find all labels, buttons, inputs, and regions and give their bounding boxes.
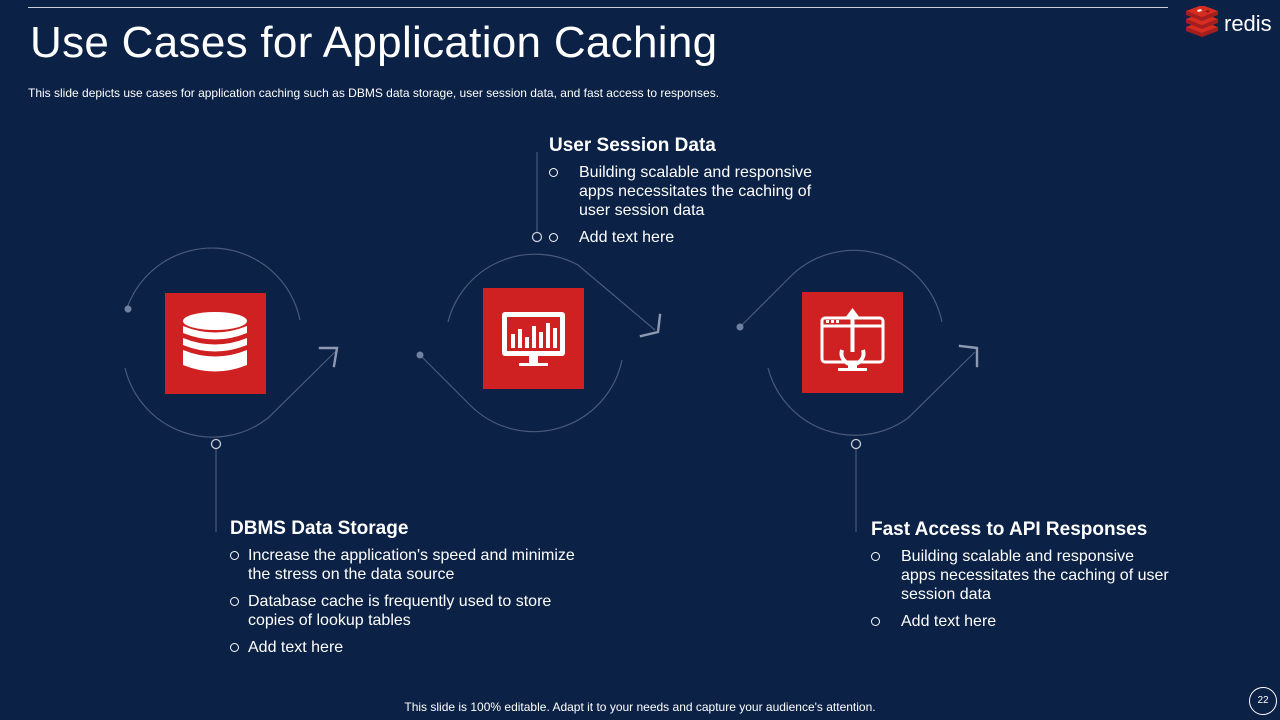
arc-2-top [447,253,656,331]
dot-1 [124,305,132,313]
slide-footer: This slide is 100% editable. Adapt it to… [404,700,876,714]
arrowhead-3 [958,344,979,368]
list-item: Building scalable and responsive apps ne… [549,163,839,220]
arc-2-bottom [419,354,623,433]
list-item: Add text here [871,612,1171,631]
database-icon-box [165,293,266,394]
use-case-user-session: User Session Data Building scalable and … [549,135,839,255]
bullet-circle-icon [230,597,239,606]
list-item: Increase the application's speed and min… [230,546,600,584]
brand-name: redis [1224,11,1272,36]
list-item: Database cache is frequently used to sto… [230,592,600,630]
brand-logo: redis [1184,5,1280,40]
arc-3-bottom [767,351,976,436]
use-case-api-responses: Fast Access to API Responses Building sc… [871,519,1171,639]
arc-1-top [126,247,301,321]
slide-title: Use Cases for Application Caching [30,18,718,67]
api-upload-monitor-icon [820,308,885,371]
bullet-circle-icon [871,617,880,626]
slide-subtitle: This slide depicts use cases for applica… [28,86,720,100]
bullet-circle-icon [549,233,558,242]
list-item: Add text here [230,638,600,657]
redis-cube-logo-icon [1186,5,1218,37]
bullet-circle-icon [230,643,239,652]
page-number: 22 [1249,687,1277,715]
bullet-circle-icon [549,168,558,177]
monitor-chart-icon-box [483,288,584,389]
use-case-title: User Session Data [549,135,716,156]
arrowhead-1 [318,346,339,368]
use-case-title: Fast Access to API Responses [871,519,1148,540]
marker-2 [531,231,543,243]
top-divider [28,7,1168,8]
arc-1-bottom [124,351,336,438]
marker-1 [210,438,222,450]
use-case-dbms: DBMS Data Storage Increase the applicati… [230,518,600,665]
monitor-chart-icon [502,312,565,366]
bullet-circle-icon [871,552,880,561]
bullet-circle-icon [230,551,239,560]
dot-2 [416,351,424,359]
list-item: Add text here [549,228,839,247]
database-icon [183,312,247,372]
api-upload-monitor-icon-box [802,292,903,393]
use-case-title: DBMS Data Storage [230,518,409,539]
arc-3-top [739,249,943,328]
marker-3 [850,438,862,450]
dot-3 [736,323,744,331]
arrowhead-2 [639,313,662,338]
list-item: Building scalable and responsive apps ne… [871,547,1171,604]
